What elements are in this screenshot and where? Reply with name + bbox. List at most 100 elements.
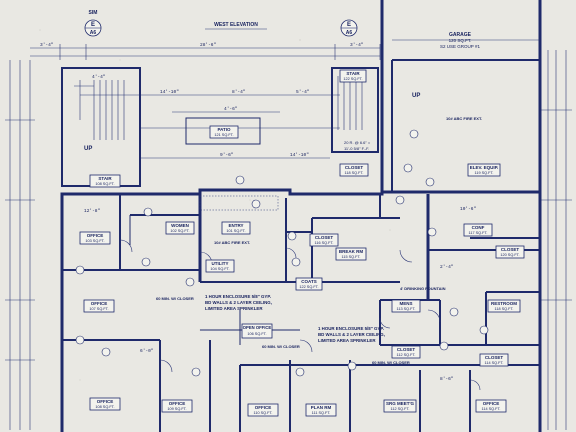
svg-text:UTILITY: UTILITY	[212, 261, 229, 266]
room-office-110: OFFICE 110 SQ.FT.	[247, 403, 279, 417]
svg-text:117 SQ.FT.: 117 SQ.FT.	[469, 231, 488, 235]
svg-text:CLOSET: CLOSET	[315, 235, 334, 240]
svg-text:WOMEN: WOMEN	[171, 223, 189, 228]
room-closet-118: CLOSET 118 SQ.FT.	[339, 163, 369, 177]
svg-text:116 SQ.FT.: 116 SQ.FT.	[315, 241, 334, 245]
svg-text:112 SQ.FT.: 112 SQ.FT.	[397, 353, 416, 357]
svg-text:14'-10": 14'-10"	[160, 89, 179, 95]
svg-text:107 SQ.FT.: 107 SQ.FT.	[89, 307, 108, 311]
svg-text:STAIR: STAIR	[98, 176, 112, 181]
svg-text:119 SQ.FT.: 119 SQ.FT.	[475, 171, 494, 175]
room-office-109: OFFICE 109 SQ.FT.	[161, 399, 193, 413]
svg-text:103 SQ.FT.: 103 SQ.FT.	[85, 239, 104, 243]
svg-text:SIM: SIM	[89, 10, 98, 16]
stair-left-walls	[61, 67, 141, 187]
svg-text:115 SQ.FT.: 115 SQ.FT.	[342, 255, 361, 259]
room-office-114: OFFICE 114 SQ.FT.	[475, 399, 507, 413]
svg-text:121 SQ.FT.: 121 SQ.FT.	[214, 133, 233, 137]
svg-text:111 SQ.FT.: 111 SQ.FT.	[312, 411, 331, 415]
svg-text:OPEN OFFICE: OPEN OFFICE	[243, 325, 272, 330]
room-entry: ENTRY 101 SQ.FT.	[221, 221, 251, 235]
room-office-108: OFFICE 108 SQ.FT.	[89, 397, 121, 411]
svg-text:60 MIN. W/ CLOSER: 60 MIN. W/ CLOSER	[262, 344, 300, 349]
svg-text:CLOSET: CLOSET	[501, 247, 520, 252]
svg-text:10# ABC FIRE EXT.: 10# ABC FIRE EXT.	[214, 240, 250, 245]
svg-text:MENS: MENS	[399, 301, 412, 306]
svg-text:109 SQ.FT.: 109 SQ.FT.	[167, 407, 186, 411]
svg-text:S2 USE GROUP #1: S2 USE GROUP #1	[440, 44, 480, 49]
svg-text:OFFICE: OFFICE	[91, 301, 108, 306]
svg-text:9'-6": 9'-6"	[220, 152, 234, 158]
svg-text:104 SQ.FT.: 104 SQ.FT.	[210, 267, 229, 271]
svg-text:ENTRY: ENTRY	[228, 223, 243, 228]
main-building-walls	[60, 188, 540, 432]
section-marker-left: E A6 SIM	[84, 10, 102, 37]
room-patio: PATIO 121 SQ.FT.	[209, 125, 239, 139]
door-tags	[75, 129, 489, 377]
room-utility: UTILITY 104 SQ.FT.	[205, 259, 235, 273]
stair-right-walls	[331, 67, 379, 153]
svg-text:2'-4": 2'-4"	[440, 264, 454, 270]
room-office-107: OFFICE 107 SQ.FT.	[83, 299, 115, 313]
room-coats: COATS 122 SQ.FT.	[295, 277, 323, 291]
svg-text:118 SQ.FT.: 118 SQ.FT.	[345, 171, 364, 175]
section-marker-right: E A6	[340, 19, 358, 37]
svg-text:BD WALLS & 2 LAYER CEILING,: BD WALLS & 2 LAYER CEILING,	[318, 332, 385, 337]
room-restroom: RESTROOM 118 SQ.FT.	[487, 299, 521, 313]
svg-text:LIMITED AREA SPRINKLER: LIMITED AREA SPRINKLER	[205, 306, 263, 311]
svg-text:OFFICE: OFFICE	[255, 405, 272, 410]
svg-text:101 SQ.FT.: 101 SQ.FT.	[226, 229, 245, 233]
svg-text:RESTROOM: RESTROOM	[491, 301, 517, 306]
room-garage: GARAGE 120 SQ.FT. S2 USE GROUP #1	[440, 32, 480, 49]
svg-text:11'-0 5/8" F.-F.: 11'-0 5/8" F.-F.	[344, 146, 369, 151]
svg-text:PATIO: PATIO	[217, 127, 231, 132]
svg-text:CLOSET: CLOSET	[345, 165, 364, 170]
svg-text:102 SQ.FT.: 102 SQ.FT.	[170, 229, 189, 233]
svg-text:UP: UP	[84, 146, 92, 152]
svg-text:12'-8": 12'-8"	[84, 208, 101, 214]
room-plan-rm: PLAN RM 111 SQ.FT.	[305, 403, 337, 417]
room-women: WOMEN 102 SQ.FT.	[165, 221, 195, 235]
svg-text:4'-6": 4'-6"	[224, 106, 238, 112]
svg-text:28'-6": 28'-6"	[200, 42, 217, 48]
svg-text:118 SQ.FT.: 118 SQ.FT.	[495, 307, 514, 311]
svg-text:20 R. @ 6.6" =: 20 R. @ 6.6" =	[344, 140, 371, 145]
svg-text:A6: A6	[346, 30, 353, 36]
svg-text:E: E	[347, 22, 351, 28]
room-open-office: OPEN OFFICE 106 SQ.FT.	[241, 323, 273, 339]
room-closet-120: CLOSET 120 SQ.FT.	[495, 245, 525, 259]
svg-text:108 SQ.FT.: 108 SQ.FT.	[95, 405, 114, 409]
right-dimension-lines	[540, 50, 572, 430]
svg-text:5'-4": 5'-4"	[296, 89, 310, 95]
svg-text:122 SQ.FT.: 122 SQ.FT.	[299, 285, 318, 289]
svg-text:60 MIN. W/ CLOSER: 60 MIN. W/ CLOSER	[372, 360, 410, 365]
svg-text:106 SQ.FT.: 106 SQ.FT.	[247, 332, 266, 336]
room-conf: CONF 117 SQ.FT.	[463, 223, 493, 237]
svg-text:COATS: COATS	[301, 279, 316, 284]
svg-text:113 SQ.FT.: 113 SQ.FT.	[397, 307, 416, 311]
svg-text:GARAGE: GARAGE	[449, 32, 472, 38]
svg-text:114 SQ.FT.: 114 SQ.FT.	[482, 407, 501, 411]
door-swings	[119, 239, 481, 391]
svg-text:A6: A6	[90, 30, 97, 36]
room-closet-112: CLOSET 112 SQ.FT.	[391, 345, 421, 359]
svg-text:STAIR: STAIR	[346, 71, 360, 76]
top-dimension-lines	[30, 44, 381, 159]
room-closet-114: CLOSET 114 SQ.FT.	[479, 353, 509, 367]
garage-walls	[380, 0, 542, 432]
svg-text:UP: UP	[412, 93, 420, 99]
svg-text:4'-4": 4'-4"	[92, 74, 106, 80]
svg-text:LIMITED AREA SPRINKLER: LIMITED AREA SPRINKLER	[318, 338, 376, 343]
svg-text:120 SQ.FT.: 120 SQ.FT.	[500, 253, 519, 257]
room-stair-left: STAIR 108 SQ.FT.	[89, 174, 121, 188]
svg-text:OFFICE: OFFICE	[169, 401, 186, 406]
svg-text:4' DRINKING FOUNTAIN: 4' DRINKING FOUNTAIN	[400, 286, 446, 291]
svg-text:CLOSET: CLOSET	[485, 355, 504, 360]
svg-text:60 MIN. W/ CLOSER: 60 MIN. W/ CLOSER	[156, 296, 194, 301]
elevation-title: WEST ELEVATION	[214, 22, 258, 28]
svg-text:14'-10": 14'-10"	[290, 152, 309, 158]
room-elev-equip: ELEV. EQUIP. 119 SQ.FT.	[467, 163, 501, 177]
svg-text:108 SQ.FT.: 108 SQ.FT.	[95, 182, 114, 186]
svg-text:BD WALLS & 2 LAYER CEILING,: BD WALLS & 2 LAYER CEILING,	[205, 300, 272, 305]
room-break-rm: BREAK RM 115 SQ.FT.	[335, 247, 367, 261]
